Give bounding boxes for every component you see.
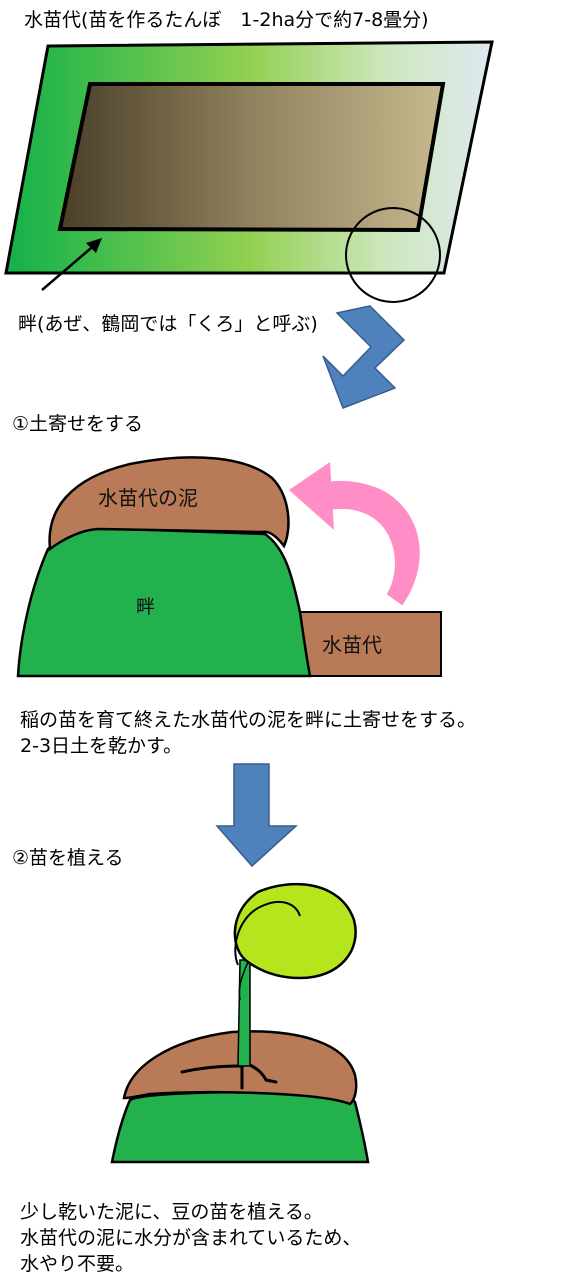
ridge-label: 畔 bbox=[136, 596, 155, 618]
seedbed-paddy bbox=[57, 82, 446, 233]
zoom-circle bbox=[345, 207, 441, 303]
return-arrow bbox=[289, 462, 420, 606]
flow-arrow-2 bbox=[215, 763, 298, 868]
flow-arrow-1 bbox=[322, 305, 406, 409]
step2-description-line1: 少し乾いた泥に、豆の苗を植える。 bbox=[20, 1201, 323, 1223]
mud-label: 水苗代の泥 bbox=[98, 486, 198, 510]
mud-cap bbox=[48, 456, 290, 552]
mud-mound bbox=[122, 1030, 358, 1106]
ridge-pointer-arrow bbox=[41, 238, 102, 291]
seedling-stem bbox=[237, 959, 251, 1067]
nursery-label: 水苗代 bbox=[322, 633, 382, 657]
step2-description-line3: 水やり不要。 bbox=[20, 1253, 135, 1275]
step2-description-line2: 水苗代の泥に水分が含まれているため、 bbox=[20, 1227, 362, 1249]
ridge-green-step1 bbox=[16, 526, 312, 678]
step1-description-line1: 稲の苗を育て終えた水苗代の泥を畔に土寄せをする。 bbox=[20, 709, 477, 731]
step2-heading: ②苗を植える bbox=[12, 847, 124, 869]
diagram-title: 水苗代(苗を作るたんぼ 1-2ha分で約7-8畳分) bbox=[24, 9, 429, 31]
step1-heading: ①土寄せをする bbox=[12, 413, 144, 435]
seedling-leaves bbox=[233, 882, 357, 1001]
ridge-callout: 畔(あぜ、鶴岡では「くろ」と呼ぶ) bbox=[18, 313, 318, 335]
ridge-green-step2 bbox=[110, 1090, 370, 1164]
step1-description-line2: 2-3日土を乾かす。 bbox=[20, 735, 183, 757]
